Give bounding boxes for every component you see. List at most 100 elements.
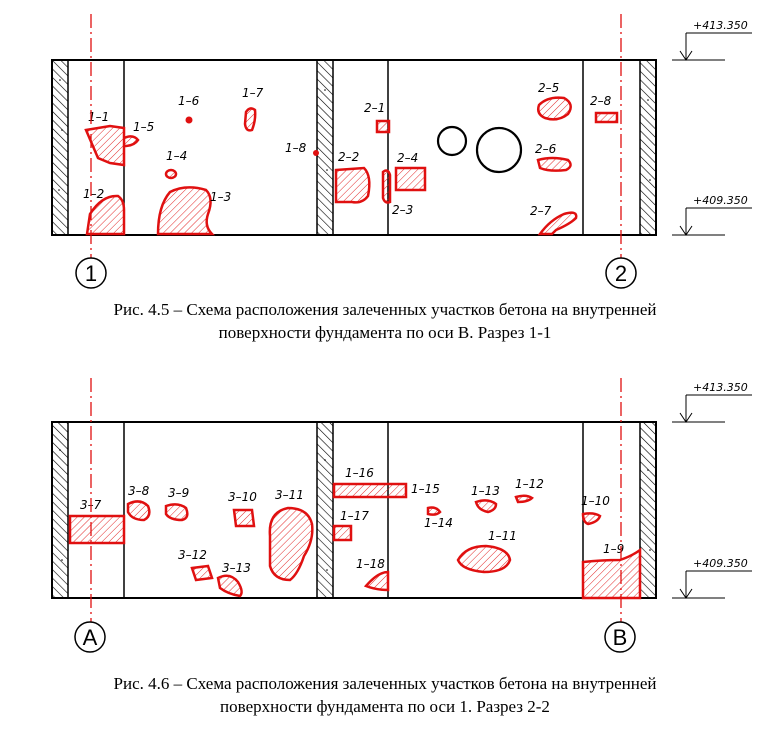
- defect-1-9: [581, 547, 642, 600]
- defect-2-3: [381, 169, 392, 204]
- figure-2-section: 3–7 3–8 3–9 3–10 3–11 3–12 3–13 1–16 1–1…: [51, 378, 752, 653]
- defect-2-6: [536, 156, 572, 172]
- defect-2-1: [375, 119, 391, 134]
- axis-label-2: 2: [615, 261, 627, 286]
- label-3-8: 3–8: [128, 484, 150, 498]
- defect-1-11: [456, 544, 512, 574]
- defect-1-3: [156, 186, 216, 236]
- elevation-top-mark: +413.350: [672, 19, 752, 61]
- defect-1-12: [514, 494, 534, 504]
- label-1-3: 1–3: [210, 190, 231, 204]
- defect-labels: 3–7 3–8 3–9 3–10 3–11 3–12 3–13 1–16 1–1…: [80, 466, 624, 575]
- defect-1-13: [474, 499, 498, 514]
- defect-3-8: [126, 500, 151, 522]
- label-1-9: 1–9: [603, 542, 624, 556]
- label-1-13: 1–13: [471, 484, 500, 498]
- hole-small: [436, 125, 468, 157]
- left-wall-hatch: [51, 59, 69, 236]
- caption-line: поверхности фундамента по оси 1. Разрез …: [220, 697, 550, 716]
- axis-label-v: В: [613, 625, 628, 650]
- defect-1-10: [581, 512, 602, 526]
- defect-1-4: [164, 168, 178, 180]
- hole-large: [475, 126, 523, 174]
- defect-2-4: [394, 166, 427, 192]
- label-1-1: 1–1: [88, 110, 109, 124]
- axis-marker-2: [605, 257, 637, 289]
- defect-1-6: [185, 116, 193, 124]
- label-3-12: 3–12: [178, 548, 207, 562]
- middle-column-hatch: [316, 59, 334, 236]
- defect-1-14: [426, 506, 442, 516]
- defect-2-7: [537, 211, 578, 236]
- label-2-3: 2–3: [392, 203, 413, 217]
- elevation-bottom: +409.350: [693, 194, 748, 207]
- axis-marker-1: [75, 257, 107, 289]
- label-1-5: 1–5: [133, 120, 154, 134]
- label-1-14: 1–14: [424, 516, 453, 530]
- axis-marker-v: [604, 621, 636, 653]
- elevation-top: +413.350: [693, 381, 748, 394]
- label-1-6: 1–6: [178, 94, 200, 108]
- label-3-9: 3–9: [168, 486, 189, 500]
- label-1-10: 1–10: [581, 494, 610, 508]
- defect-3-13: [216, 574, 243, 598]
- label-1-2: 1–2: [83, 187, 104, 201]
- figure-1-caption: Рис. 4.5 – Схема расположения залеченных…: [0, 298, 770, 344]
- figure-2-caption: Рис. 4.6 – Схема расположения залеченных…: [0, 672, 770, 718]
- label-1-16: 1–16: [345, 466, 374, 480]
- defect-1-5: [123, 135, 140, 148]
- label-1-8: 1–8: [285, 141, 307, 155]
- left-wall-hatch: [51, 421, 69, 599]
- label-1-7: 1–7: [242, 86, 264, 100]
- defect-3-12: [190, 564, 214, 582]
- label-1-12: 1–12: [515, 477, 544, 491]
- defect-3-9: [164, 503, 189, 522]
- defect-1-1: [84, 124, 126, 167]
- right-wall-hatch: [639, 59, 657, 236]
- label-3-10: 3–10: [228, 490, 257, 504]
- defect-2-8: [594, 111, 619, 124]
- defect-1-2: [85, 194, 126, 236]
- label-2-4: 2–4: [397, 151, 418, 165]
- label-3-13: 3–13: [222, 561, 251, 575]
- defect-labels: 1–1 1–5 1–6 1–7 1–4 1–8 1–2 1–3 2–1 2–2 …: [83, 81, 612, 218]
- defect-1-8: [313, 150, 319, 156]
- defect-1-18: [363, 570, 390, 592]
- defect-1-17: [332, 524, 353, 542]
- label-2-5: 2–5: [538, 81, 559, 95]
- axis-label-1: 1: [85, 261, 97, 286]
- caption-line: Рис. 4.5 – Схема расположения залеченных…: [113, 300, 657, 319]
- axis-label-a: А: [83, 625, 98, 650]
- axis-marker-a: [74, 621, 106, 653]
- label-2-7: 2–7: [530, 204, 552, 218]
- label-1-11: 1–11: [488, 529, 517, 543]
- label-2-1: 2–1: [364, 101, 385, 115]
- defects-group: [84, 96, 619, 236]
- elevation-top-mark: +413.350: [672, 381, 752, 423]
- elevation-bottom: +409.350: [693, 557, 748, 570]
- defect-3-10: [232, 508, 256, 528]
- elevation-top: +413.350: [693, 19, 748, 32]
- defect-3-11: [268, 506, 314, 582]
- foundation-outline: [51, 59, 657, 236]
- label-1-4: 1–4: [166, 149, 187, 163]
- defect-2-5: [537, 96, 572, 121]
- defect-1-7: [243, 107, 257, 132]
- label-3-11: 3–11: [275, 488, 304, 502]
- label-1-18: 1–18: [356, 557, 385, 571]
- caption-line: Рис. 4.6 – Схема расположения залеченных…: [113, 674, 657, 693]
- label-1-17: 1–17: [340, 509, 369, 523]
- caption-line: поверхности фундамента по оси В. Разрез …: [218, 323, 552, 342]
- label-1-15: 1–15: [411, 482, 440, 496]
- label-2-8: 2–8: [590, 94, 612, 108]
- figure-1-section: 1–1 1–5 1–6 1–7 1–4 1–8 1–2 1–3 2–1 2–2 …: [51, 14, 752, 289]
- middle-column-hatch: [316, 421, 334, 599]
- elevation-bottom-mark: +409.350: [672, 194, 752, 236]
- right-wall-hatch: [639, 421, 657, 599]
- defect-2-2: [334, 166, 371, 204]
- defects-group: [68, 482, 642, 600]
- defect-1-16: [332, 482, 408, 499]
- label-2-2: 2–2: [338, 150, 359, 164]
- label-2-6: 2–6: [535, 142, 557, 156]
